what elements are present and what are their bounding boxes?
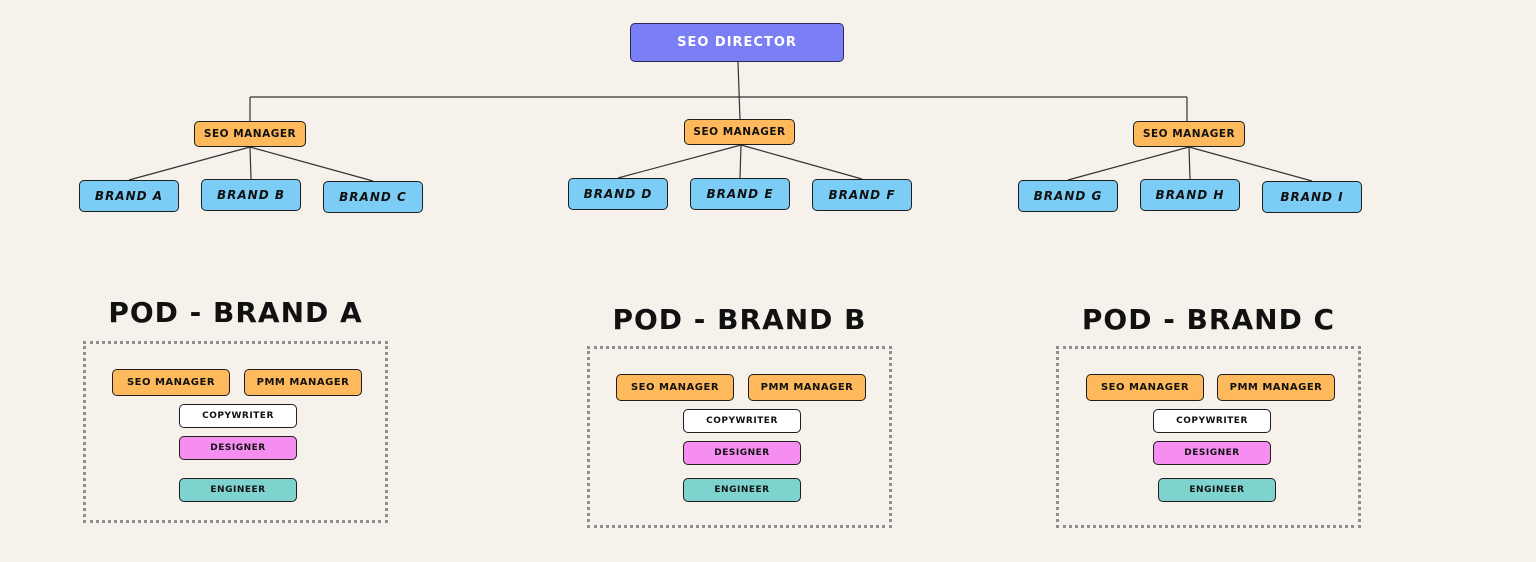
brand-node: BRAND C — [323, 181, 423, 213]
pod-designer: DESIGNER — [683, 441, 801, 465]
connector-line — [740, 144, 863, 180]
pod-copywriter: COPYWRITER — [1153, 409, 1271, 433]
brand-node: BRAND I — [1262, 181, 1362, 213]
brand-node: BRAND G — [1018, 180, 1118, 212]
connector-line — [739, 144, 742, 179]
pod-title: POD - BRAND C — [1081, 303, 1336, 336]
pod-engineer: ENGINEER — [179, 478, 297, 502]
pod-seo-manager: SEO MANAGER — [112, 369, 230, 396]
pod-pmm-manager: PMM MANAGER — [244, 369, 362, 396]
pod-title: POD - BRAND A — [108, 296, 363, 329]
pod-pmm-manager: PMM MANAGER — [748, 374, 866, 401]
connector-line — [128, 146, 251, 181]
pod-copywriter: COPYWRITER — [683, 409, 801, 433]
pod-designer: DESIGNER — [1153, 441, 1271, 465]
brand-node: BRAND F — [812, 179, 912, 211]
pod-engineer: ENGINEER — [1158, 478, 1276, 502]
pod-seo-manager: SEO MANAGER — [1086, 374, 1204, 401]
connector-line — [737, 61, 741, 121]
pod-designer: DESIGNER — [179, 436, 297, 460]
connector-line — [1067, 146, 1190, 181]
brand-node: BRAND D — [568, 178, 668, 210]
pod-seo-manager: SEO MANAGER — [616, 374, 734, 401]
connector-line — [249, 146, 374, 182]
pod-pmm-manager: PMM MANAGER — [1217, 374, 1335, 401]
seo-manager-node: SEO MANAGER — [684, 119, 795, 145]
pod-box — [587, 346, 892, 528]
connector-line — [1188, 146, 1191, 180]
pod-box — [1056, 346, 1361, 528]
connector-line — [617, 144, 742, 179]
pod-box — [83, 341, 388, 523]
pod-copywriter: COPYWRITER — [179, 404, 297, 428]
pod-title: POD - BRAND B — [612, 303, 867, 336]
connector-line — [1188, 146, 1313, 182]
brand-node: BRAND B — [201, 179, 301, 211]
seo-director-node: SEO DIRECTOR — [630, 23, 844, 62]
brand-node: BRAND E — [690, 178, 790, 210]
connector-line — [249, 146, 252, 180]
brand-node: BRAND A — [79, 180, 179, 212]
brand-node: BRAND H — [1140, 179, 1240, 211]
seo-manager-node: SEO MANAGER — [1133, 121, 1245, 147]
pod-engineer: ENGINEER — [683, 478, 801, 502]
seo-manager-node: SEO MANAGER — [194, 121, 306, 147]
